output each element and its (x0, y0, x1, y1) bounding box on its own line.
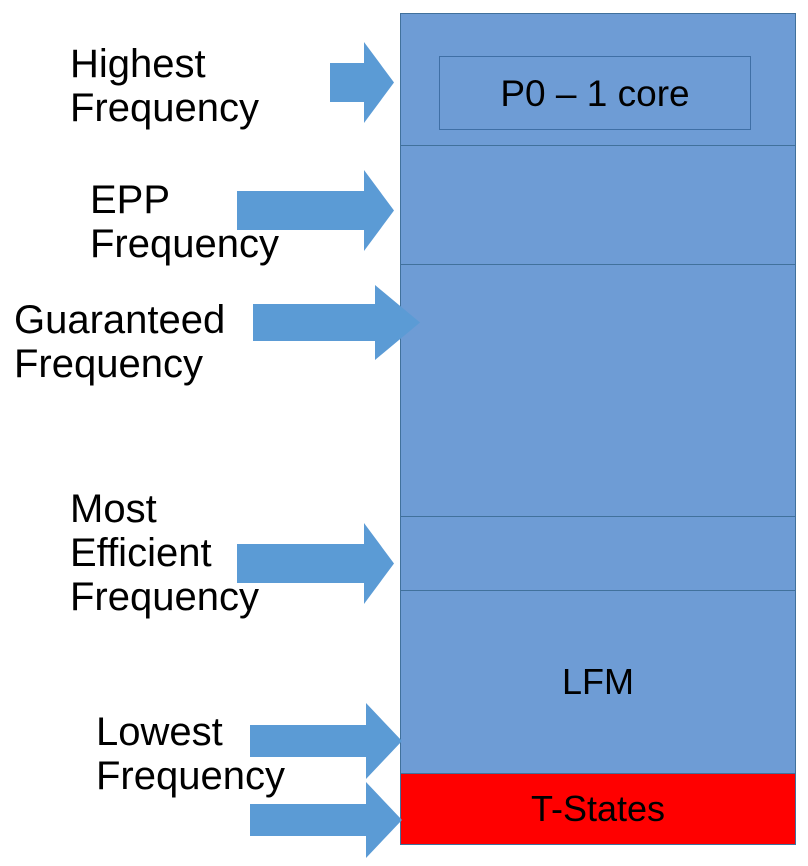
arrow-lowest-frequency-tstates (250, 782, 402, 858)
frequency-stack: P0 – 1 core LFM T-States (400, 13, 796, 845)
lfm-label: LFM (562, 661, 634, 702)
label-highest-frequency: Highest Frequency (70, 42, 259, 130)
stack-segment-tstates (400, 773, 796, 845)
label-lowest-frequency: Lowest Frequency (96, 710, 285, 798)
tstates-label: T-States (530, 788, 666, 829)
stack-segment-lfm (400, 590, 796, 774)
stack-segment-epp (400, 145, 796, 265)
arrow-guaranteed-frequency (253, 285, 420, 360)
p0-label: P0 – 1 core (500, 72, 690, 114)
lfm-label-wrap: LFM (400, 590, 796, 774)
arrow-lowest-frequency (250, 703, 402, 779)
arrow-most-efficient-frequency (237, 523, 394, 604)
stack-segment-p0: P0 – 1 core (400, 13, 796, 146)
stack-segment-most-efficient (400, 516, 796, 591)
tstates-label-wrap: T-States (400, 773, 796, 845)
arrow-epp-frequency (237, 170, 394, 251)
p0-label-box: P0 – 1 core (439, 56, 751, 130)
stack-segment-guaranteed (400, 264, 796, 517)
label-most-efficient-frequency: Most Efficient Frequency (70, 487, 259, 619)
label-guaranteed-frequency: Guaranteed Frequency (14, 298, 226, 386)
arrow-highest-frequency (330, 42, 394, 123)
